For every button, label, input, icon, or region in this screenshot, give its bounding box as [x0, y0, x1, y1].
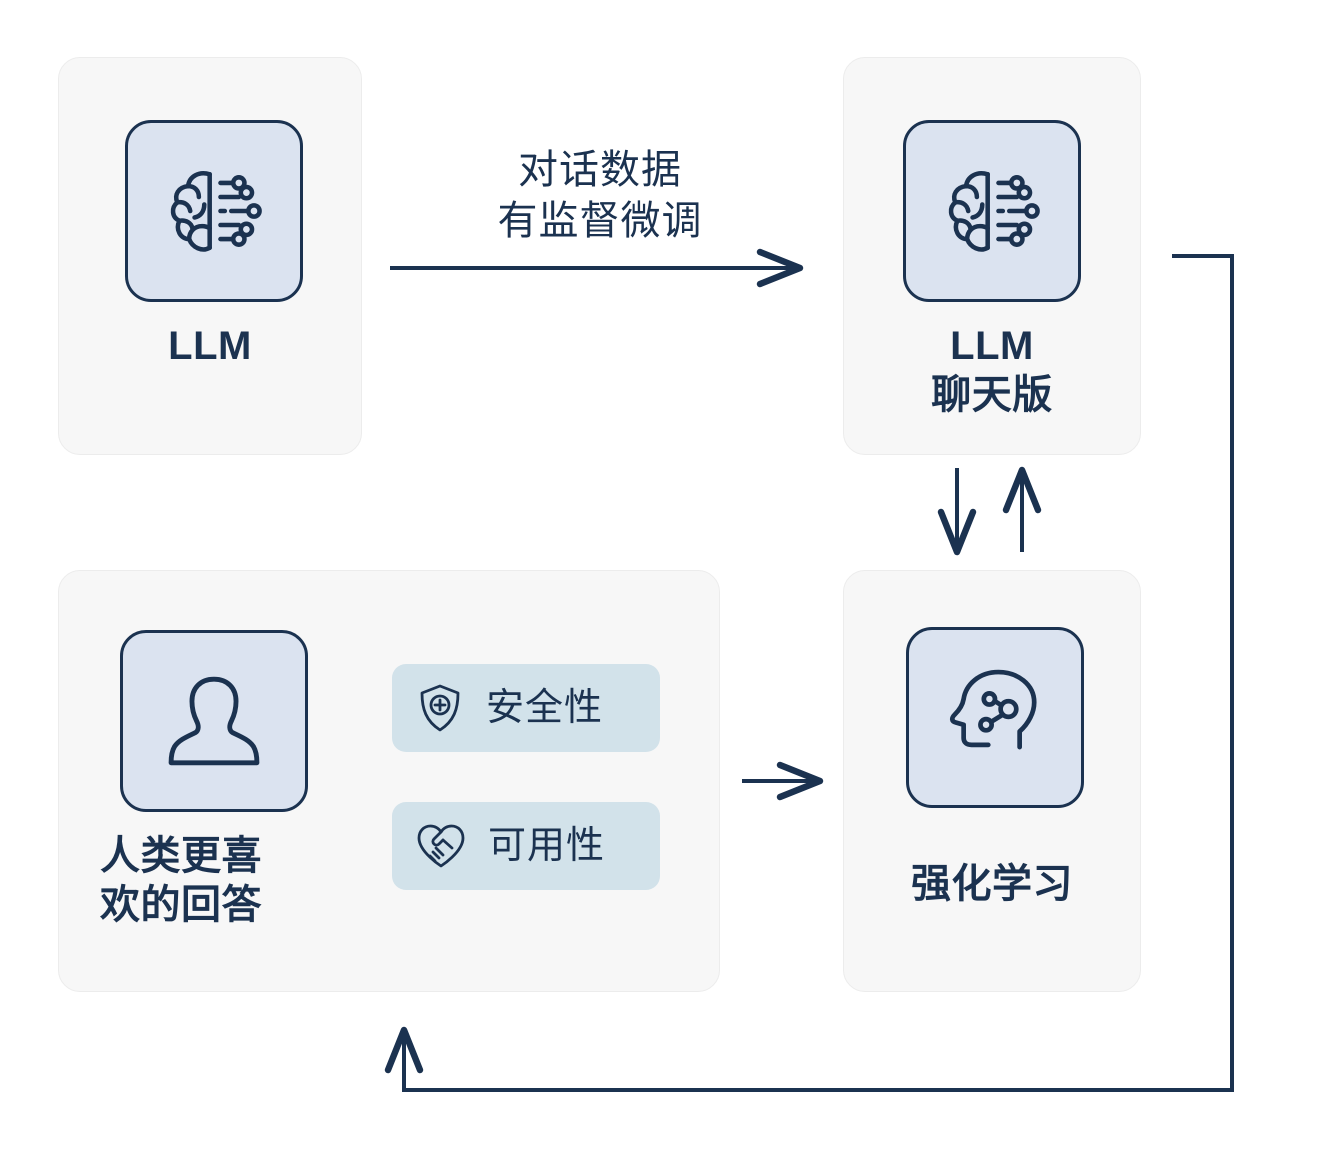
sft-arrow-label: 对话数据 有监督微调	[400, 145, 800, 247]
brain-circuit-icon	[938, 157, 1046, 265]
tag-helpfulness-label: 可用性	[488, 825, 606, 867]
llm-chat-label: LLM 聊天版	[843, 322, 1141, 420]
tag-safety[interactable]: 安全性	[392, 664, 660, 752]
human-preference-icon-tile	[120, 630, 308, 812]
heart-handshake-icon	[414, 819, 468, 873]
llm-chat-icon-tile	[903, 120, 1081, 302]
sft-arrow-label-line2: 有监督微调	[497, 199, 703, 244]
llm-chat-label-line1: LLM	[950, 324, 1034, 368]
llm-chat-label-line2: 聊天版	[931, 372, 1053, 417]
sft-arrow-label-line1: 对话数据	[518, 148, 682, 192]
person-silhouette-icon	[156, 663, 272, 779]
brain-circuit-icon	[160, 157, 268, 265]
human-preference-label: 人类更喜 欢的回答	[100, 832, 330, 930]
human-preference-label-line2: 欢的回答	[100, 882, 262, 927]
shield-plus-icon	[414, 682, 466, 734]
llm-label: LLM	[168, 324, 252, 368]
llm-icon-tile	[125, 120, 303, 302]
tag-helpfulness[interactable]: 可用性	[392, 802, 660, 890]
tag-safety-label: 安全性	[486, 687, 604, 729]
reinforcement-learning-label: 强化学习	[911, 862, 1073, 906]
human-preference-label-line1: 人类更喜	[100, 834, 262, 878]
reinforcement-learning-icon-tile	[906, 627, 1084, 808]
head-nodes-icon	[939, 662, 1051, 774]
